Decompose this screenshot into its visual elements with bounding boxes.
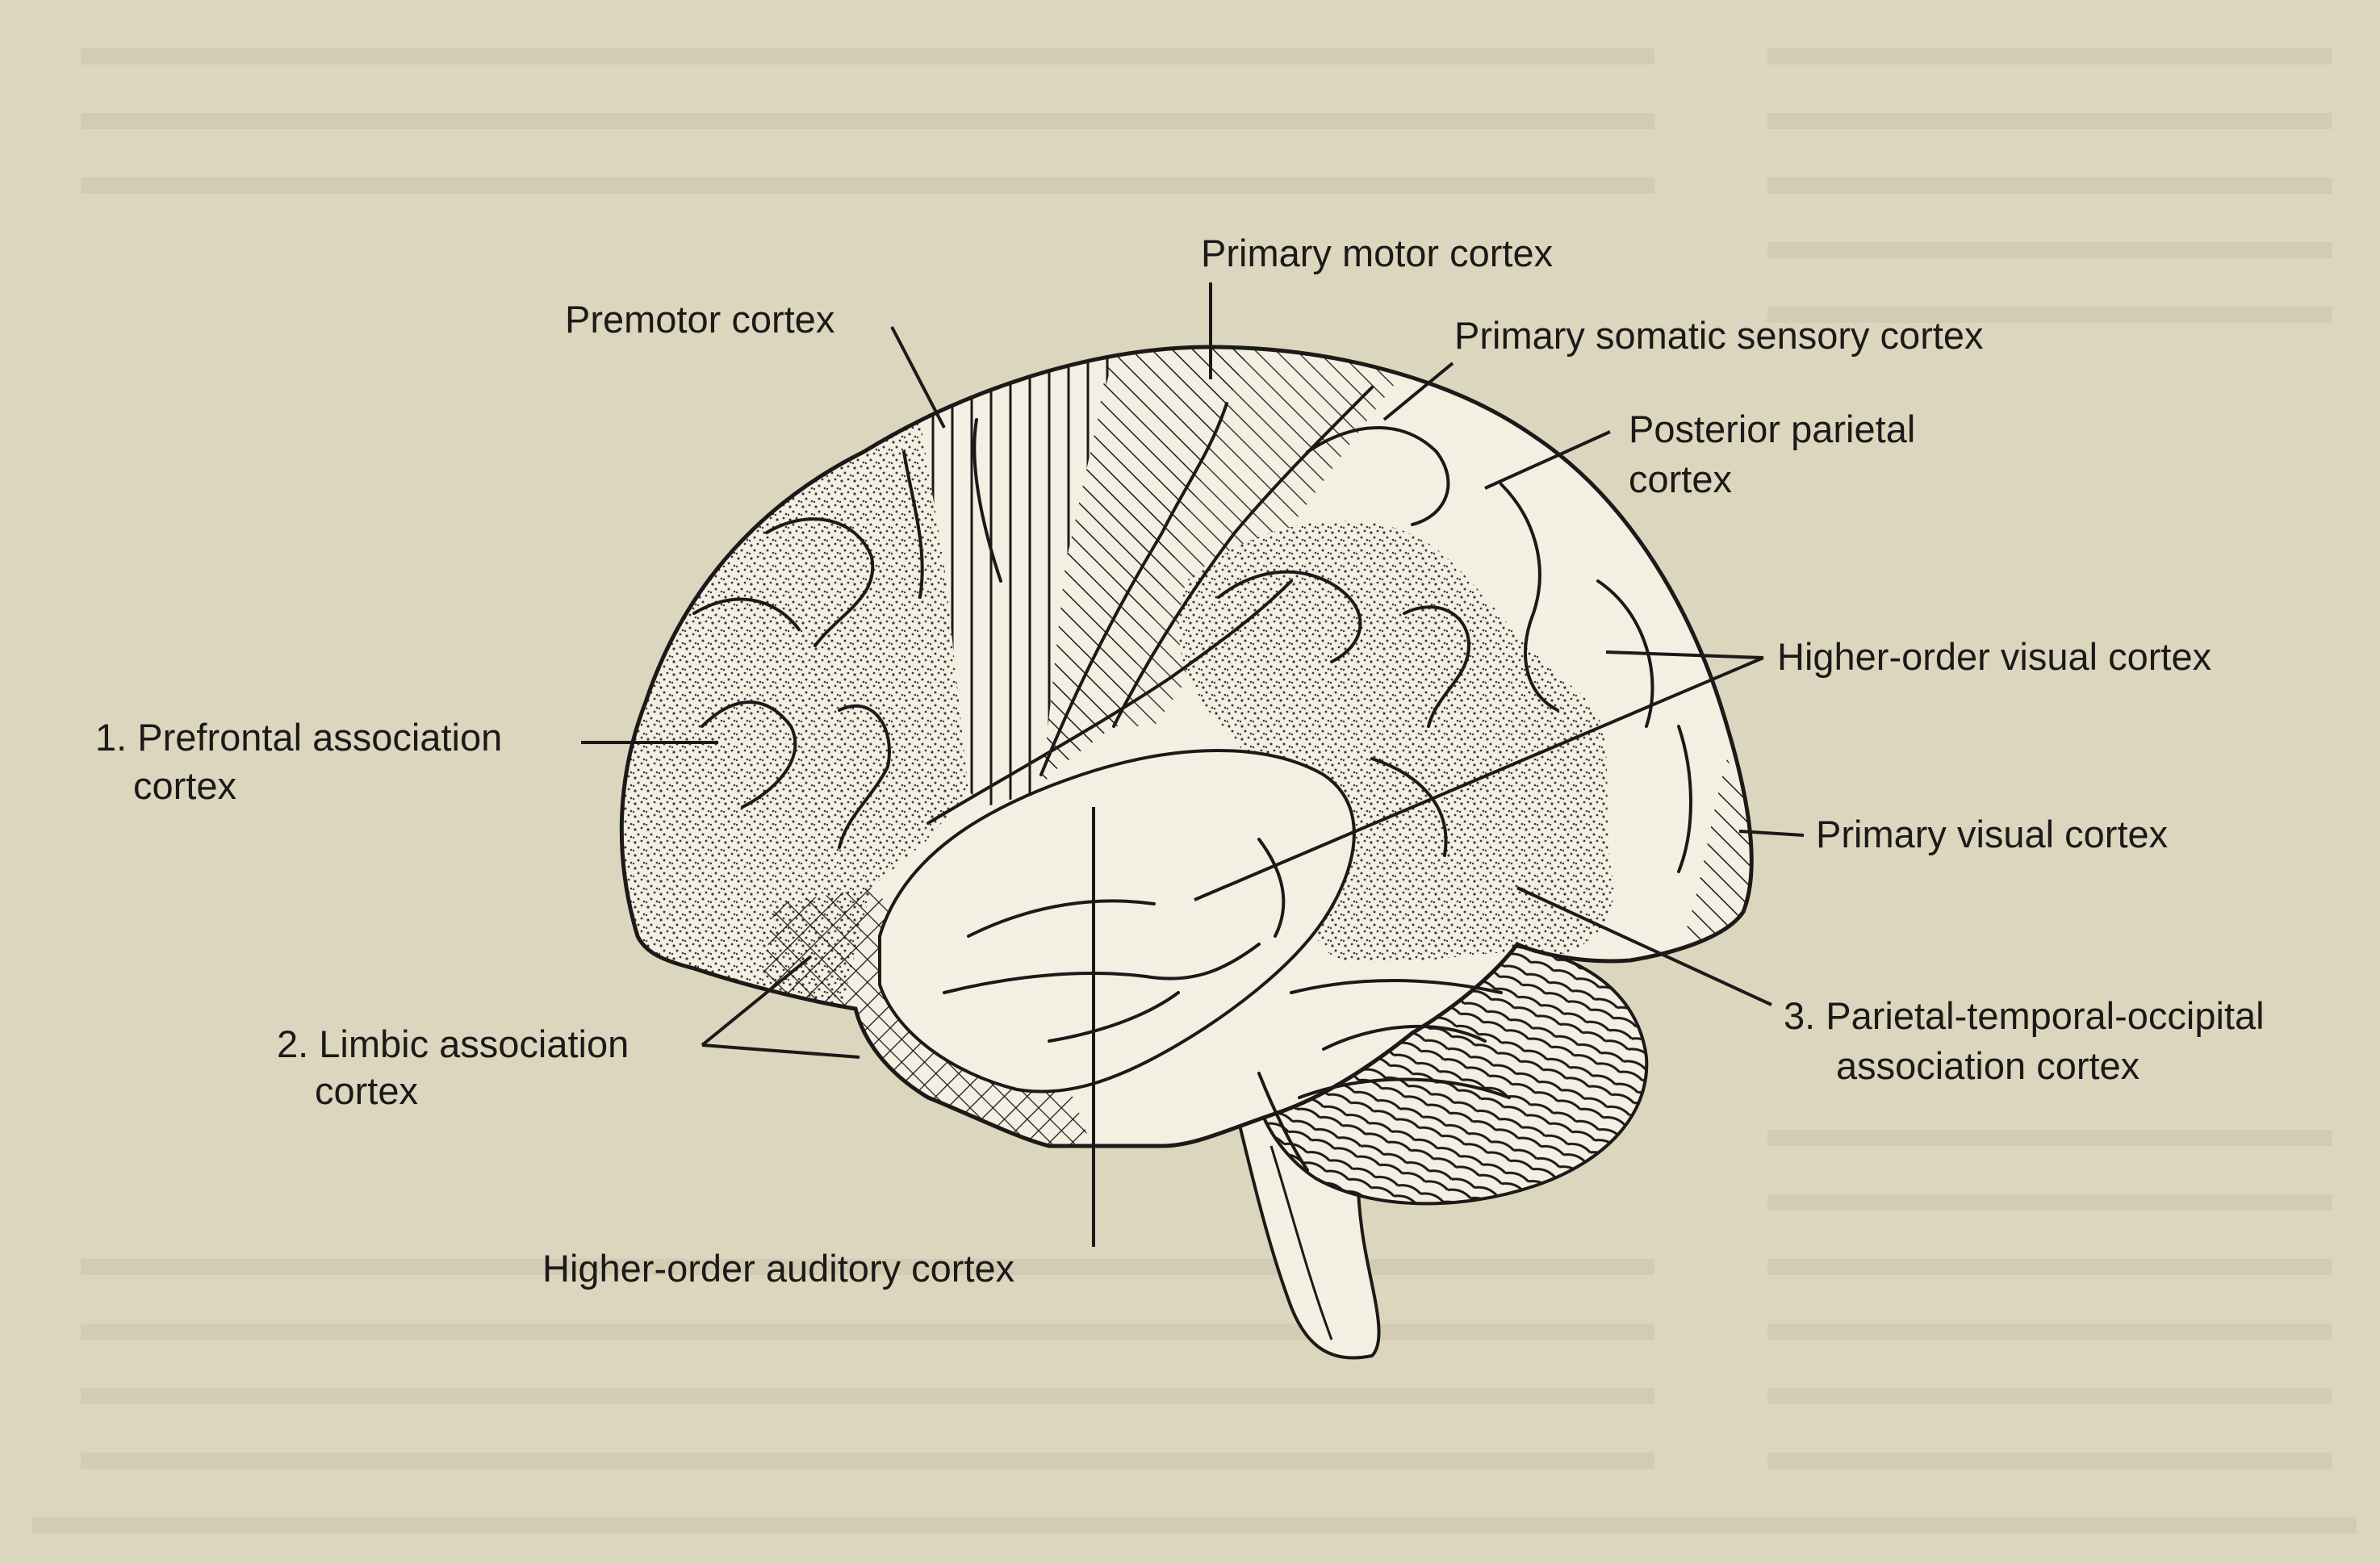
label-prefrontal-line1: 1. Prefrontal association	[95, 716, 502, 759]
label-higher-order-auditory-cortex: Higher-order auditory cortex	[542, 1247, 1014, 1290]
label-posterior-parietal-line1: Posterior parietal	[1629, 408, 1915, 450]
label-higher-order-visual-cortex: Higher-order visual cortex	[1777, 635, 2211, 678]
label-pto-line1: 3. Parietal-temporal-occipital	[1784, 994, 2265, 1037]
label-limbic-line2: cortex	[315, 1069, 418, 1112]
label-primary-motor-cortex: Primary motor cortex	[1201, 232, 1553, 274]
label-primary-somatic-sensory-cortex: Primary somatic sensory cortex	[1454, 314, 1984, 357]
label-premotor-cortex: Premotor cortex	[565, 298, 834, 341]
label-posterior-parietal-line2: cortex	[1629, 458, 1732, 500]
label-primary-visual-cortex: Primary visual cortex	[1816, 813, 2168, 855]
label-limbic-line1: 2. Limbic association	[277, 1022, 629, 1065]
label-prefrontal-line2: cortex	[133, 764, 236, 807]
label-pto-line2: association cortex	[1836, 1044, 2139, 1087]
